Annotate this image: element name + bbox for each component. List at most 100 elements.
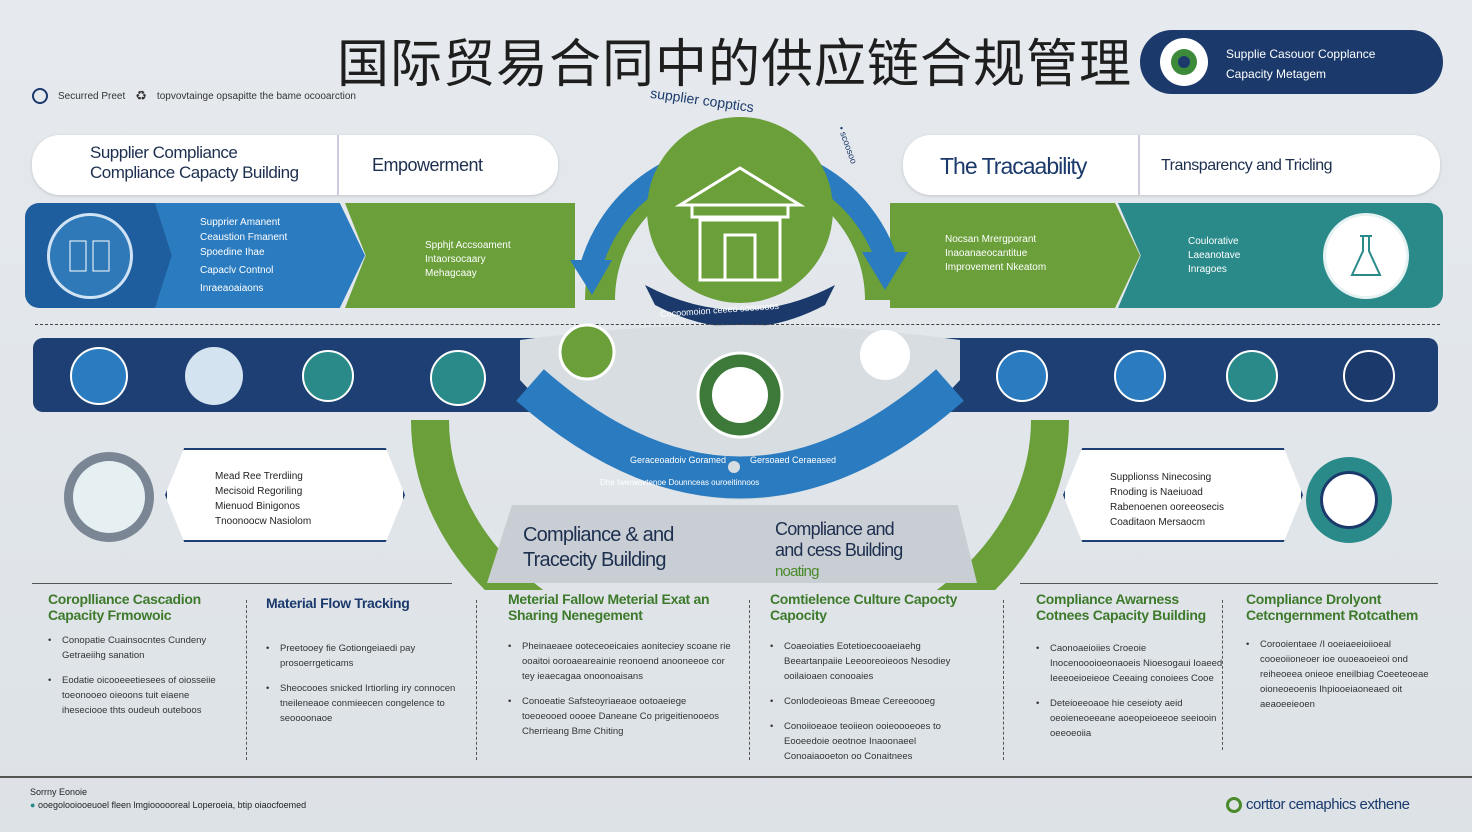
bullet: Eodatie oicooeeetiesees of oiosseiie toe…	[48, 673, 228, 718]
list-item: Mecisoid Regoriling	[215, 486, 303, 497]
right-pill-tag: Transparency and Tricling	[1161, 157, 1333, 174]
list-item: Inragoes	[1188, 264, 1227, 275]
arc-lower-label2: Gersoaed Ceraeased	[750, 455, 837, 465]
column-6: Compliance Drolyont Cetcngernment Rotcat…	[1246, 591, 1441, 712]
list-item: Coulorative	[1188, 236, 1239, 247]
recycle-icon: ♻	[135, 88, 147, 103]
column-title: Compliance Drolyont Cetcngernment Rotcat…	[1246, 591, 1419, 623]
subline-item2: topvovtainge opsapitte the bame ocooarct…	[156, 90, 356, 102]
info-icon	[32, 88, 48, 104]
footer-text: ● ooegolooiooeuoel fleen lmgioooooreal L…	[30, 800, 307, 810]
brand-name: corttor cemaphics exthene	[1246, 796, 1410, 813]
bullet: Sheocooes snicked Irtiorling iry connoce…	[266, 681, 466, 726]
column-3: Meterial Fallow Meterial Exat an Sharing…	[508, 591, 733, 739]
bullet: Deteioeeoaoe hie ceseioty aeid oeoieneoe…	[1036, 696, 1226, 741]
band-left-blue: Supprier Amanent Ceaustion Fmanent Spoed…	[155, 203, 365, 308]
bullet: Caonoaeioiies Croeoie Inocenoooioeonaoei…	[1036, 641, 1226, 686]
list-item: Mienuod Binigonos	[215, 501, 301, 512]
list-item: Inraeaoaiaons	[200, 283, 264, 294]
list-item: Mehagcaay	[425, 268, 477, 279]
list-item: Inaoanaeocantitue	[945, 248, 1028, 259]
band-left-green: Spphjt Accsoament Intaorsocaary Mehagcaa…	[345, 203, 575, 308]
brand-logo-icon	[1226, 796, 1242, 813]
people-icon	[70, 347, 128, 405]
left-pill-title2: Compliance Capacty Building	[90, 163, 299, 182]
handshake-icon	[185, 347, 243, 405]
flask-icon	[1323, 213, 1409, 299]
column-4: Comtielence Culture Capocty CapocityCoae…	[770, 591, 980, 764]
globe-icon	[302, 350, 354, 402]
header-badge: Supplie Casouor Copplance Capacity Metag…	[1140, 30, 1443, 94]
column-1: Coroplliance Cascadion Capacity Frmowoic…	[48, 591, 228, 718]
list-item: Intaorsocaary	[425, 254, 486, 265]
globe-gear-icon	[1160, 38, 1208, 86]
footer-text-value: ooegolooiooeuoel fleen lmgioooooreal Lop…	[37, 800, 307, 810]
factory-icon	[1114, 350, 1166, 402]
right-pill: The Tracaability Transparency and Tricli…	[903, 135, 1440, 195]
list-item: Coaditaon Mersaocm	[1110, 517, 1206, 528]
bullet: Preetooey fie Gotiongeiaedi pay prosoerr…	[266, 641, 466, 671]
left-pill-tag: Empowerment	[372, 155, 483, 175]
column-title: Compliance Awarness Cotnees Capacity Bui…	[1036, 591, 1206, 623]
bullet: Pheinaeaee ooteceoeicaies aoniteciey sco…	[508, 639, 733, 684]
building-icon	[674, 166, 806, 282]
label-line: Compliance and	[775, 519, 895, 539]
building-icon	[1226, 350, 1278, 402]
bullet: Coaeoiaties Eotetioecooaeiaehg Beeartanp…	[770, 639, 980, 684]
team-icon	[64, 452, 154, 542]
column-title: Material Flow Tracking	[266, 595, 410, 611]
column-title: Comtielence Culture Capocty Capocity	[770, 591, 958, 623]
footer-label: Sorrny Eonoie	[30, 787, 88, 797]
list-item: Supplionss Ninecosing	[1110, 472, 1212, 483]
center-top-graphic	[570, 117, 908, 328]
list-item: Rnoding is Naeiuoad	[1110, 487, 1203, 498]
list-item: Spphjt Accsoament	[425, 240, 511, 251]
bullet: Conopatie Cuainsocntes Cundeny Getraeiih…	[48, 633, 228, 663]
list-item: Improvement Nkeatom	[945, 262, 1047, 273]
list-item: Rabenoenen ooreeosecis	[1110, 502, 1224, 513]
money-icon	[1306, 457, 1392, 543]
column-title: Coroplliance Cascadion Capacity Frmowoic	[48, 591, 201, 623]
column-5: Compliance Awarness Cotnees Capacity Bui…	[1036, 591, 1226, 741]
subline-item1: Securred Preet	[58, 90, 126, 102]
page-title: 国际贸易合同中的供应链合规管理	[337, 36, 1133, 94]
bullet: Conoeatie Safsteoyriaeaoe ootoaeiege toe…	[508, 694, 733, 739]
divider	[35, 324, 1440, 325]
left-pill: Supplier Compliance Compliance Capacty B…	[32, 135, 558, 195]
subline: Securred Preet ♻ topvovtainge opsapitte …	[32, 88, 356, 104]
truck-icon	[996, 350, 1048, 402]
list-item: Spoedine Ihae	[200, 247, 265, 258]
bullet: Conoiioeaoe teoiieon ooieoooeoes to Eooe…	[770, 719, 980, 764]
badge-line1: Supplie Casouor Copplance	[1226, 47, 1376, 61]
label-line: Compliance & and	[523, 524, 674, 546]
label-line: Tracecity Building	[523, 549, 667, 571]
list-item: Nocsan Mrergporant	[945, 234, 1037, 245]
list-item: Supprier Amanent	[200, 217, 281, 228]
badge-line2: Capacity Metagem	[1226, 67, 1327, 81]
list-item: Laeanotave	[1188, 250, 1241, 261]
label-line: and cess Building	[775, 540, 903, 560]
band-right-green: Nocsan Mrergporant Inaoanaeocantitue Imp…	[890, 203, 1140, 308]
document-icon	[47, 213, 133, 299]
list-item: Ceaustion Fmanent	[200, 232, 288, 243]
list-item: Tnoonoocw Nasiolom	[215, 516, 312, 527]
bullet: Corooientaee /I ooeiaeeioiioeal cooeoiio…	[1246, 637, 1441, 712]
column-title: Meterial Fallow Meterial Exat an Sharing…	[508, 591, 710, 623]
arc-lower-label: Geraceoadoiv Goramed	[630, 455, 727, 465]
left-pill-title1: Supplier Compliance	[90, 143, 238, 162]
band-left-icon-panel	[25, 203, 185, 308]
center-lower-graphic	[411, 323, 1069, 590]
search-icon	[430, 350, 486, 406]
label-line: noating	[775, 563, 819, 580]
column-2: Material Flow TrackingPreetooey fie Goti…	[266, 595, 466, 726]
arc-bottom-label: Dhe Iwerwovtenoe Dounnceas ouroeitinnoos	[600, 478, 760, 487]
right-pill-title: The Tracaability	[940, 153, 1087, 179]
gauge-icon	[1343, 350, 1395, 402]
band-right-teal: Coulorative Laeanotave Inragoes	[1118, 203, 1443, 308]
list-item: Capaclv Contnol	[200, 265, 274, 276]
list-item: Mead Ree Trerdiing	[215, 471, 303, 482]
